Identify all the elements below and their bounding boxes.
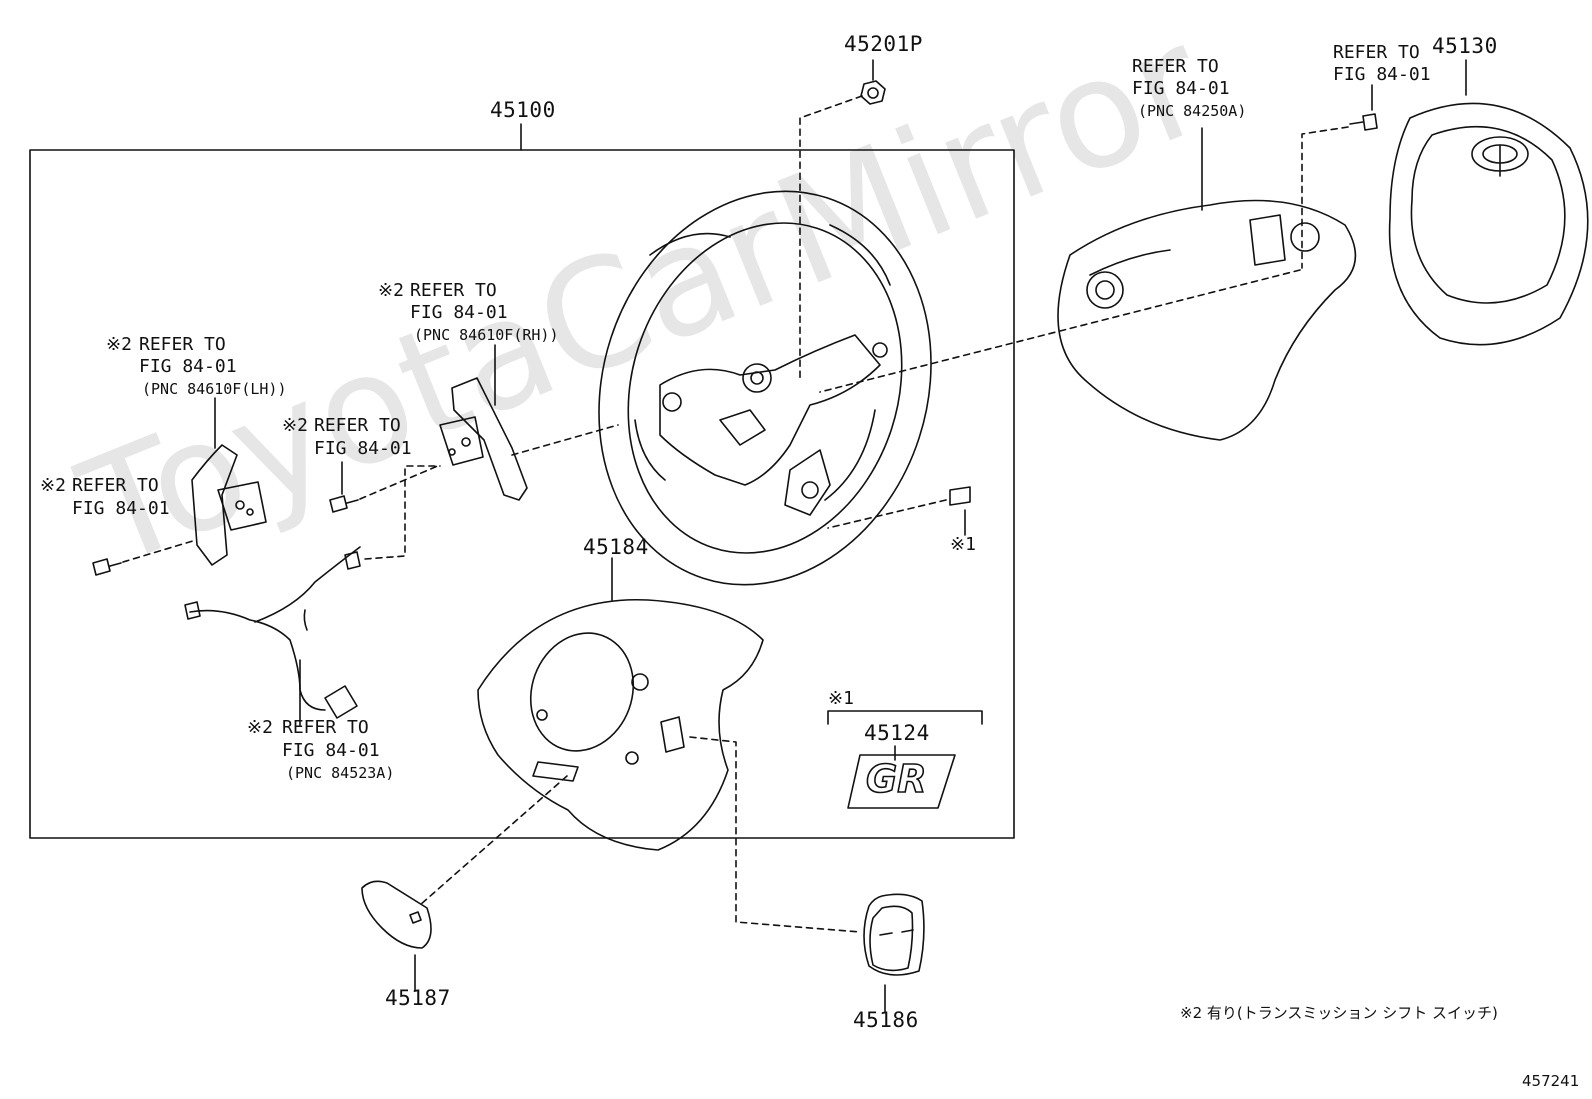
figure-number: 457241 <box>1522 1072 1580 1090</box>
part-label-45124: 45124 <box>864 721 930 745</box>
airbag-45130 <box>1388 102 1589 346</box>
gr-badge-text: GR <box>865 757 927 801</box>
wire-harness <box>184 546 361 719</box>
ref-lh-mark: ※2 <box>106 334 132 355</box>
bolt-mid <box>329 495 359 513</box>
part-label-45130: 45130 <box>1432 34 1498 58</box>
note1-badge-mark: ※1 <box>828 688 854 709</box>
part-45187 <box>361 880 432 949</box>
part-label-45100: 45100 <box>490 98 556 122</box>
ref-mid-mark: ※2 <box>282 415 308 436</box>
dash-mid-to-paddle <box>359 464 441 500</box>
switch-pad-84250A <box>1057 199 1357 441</box>
part-label-45201P: 45201P <box>844 32 923 56</box>
dash-left-to-paddle <box>122 539 197 563</box>
gr-badge-frame <box>847 754 956 809</box>
ref-rh-line1: REFER TO <box>410 280 497 301</box>
footnote: ※2 有り(トランスミッション シフト スイッチ) <box>1180 1004 1498 1022</box>
ref-rh-line3: (PNC 84610F(RH)) <box>414 326 559 344</box>
nut-45201P <box>860 80 886 105</box>
steering-wheel <box>598 190 932 586</box>
ref-left-line1: REFER TO <box>72 475 159 496</box>
ref-topright-line1: REFER TO <box>1333 42 1420 63</box>
ref-rh-mark: ※2 <box>378 280 404 301</box>
dash-cover-to-45186 <box>689 736 861 933</box>
ref-left-line2: FIG 84-01 <box>72 498 170 519</box>
ref-mid-line2: FIG 84-01 <box>314 438 412 459</box>
ref-84523A-line1: REFER TO <box>282 717 369 738</box>
ref-lh-line2: FIG 84-01 <box>139 356 237 377</box>
dash-harness-to-paddle <box>364 465 441 560</box>
bolt-topright <box>1349 113 1378 131</box>
note1-wheel-mark: ※1 <box>950 534 976 555</box>
ref-84523A-line2: FIG 84-01 <box>282 740 380 761</box>
ref-mid-line1: REFER TO <box>314 415 401 436</box>
paddle-lh <box>191 444 267 566</box>
bracket-45124 <box>827 710 983 725</box>
ref-rh-line2: FIG 84-01 <box>410 302 508 323</box>
ref-84523A-line3: (PNC 84523A) <box>286 764 395 782</box>
ref-topright-line2: FIG 84-01 <box>1333 64 1431 85</box>
ref-84250A-line2: FIG 84-01 <box>1132 78 1230 99</box>
ref-84250A-line1: REFER TO <box>1132 56 1219 77</box>
wheel-cover-45184 <box>477 598 764 851</box>
part-label-45186: 45186 <box>853 1008 919 1032</box>
part-45186 <box>863 893 925 976</box>
ref-lh-line1: REFER TO <box>139 334 226 355</box>
part-label-45184: 45184 <box>583 535 649 559</box>
paddle-rh <box>439 377 528 501</box>
part-label-45187: 45187 <box>385 986 451 1010</box>
assembly-frame-45100 <box>29 149 1015 839</box>
ref-84523A-mark: ※2 <box>247 717 273 738</box>
dash-rh-to-wheel <box>511 424 619 456</box>
ref-lh-line3: (PNC 84610F(LH)) <box>142 380 287 398</box>
wheel-ornament <box>949 486 971 506</box>
dash-cover-to-45187 <box>419 775 568 906</box>
dash-ornament <box>827 499 947 529</box>
ref-84250A-line3: (PNC 84250A) <box>1138 102 1247 120</box>
ref-left-mark: ※2 <box>40 475 66 496</box>
bolt-left <box>92 558 122 576</box>
dash-switch-to-wheel <box>819 269 1301 393</box>
